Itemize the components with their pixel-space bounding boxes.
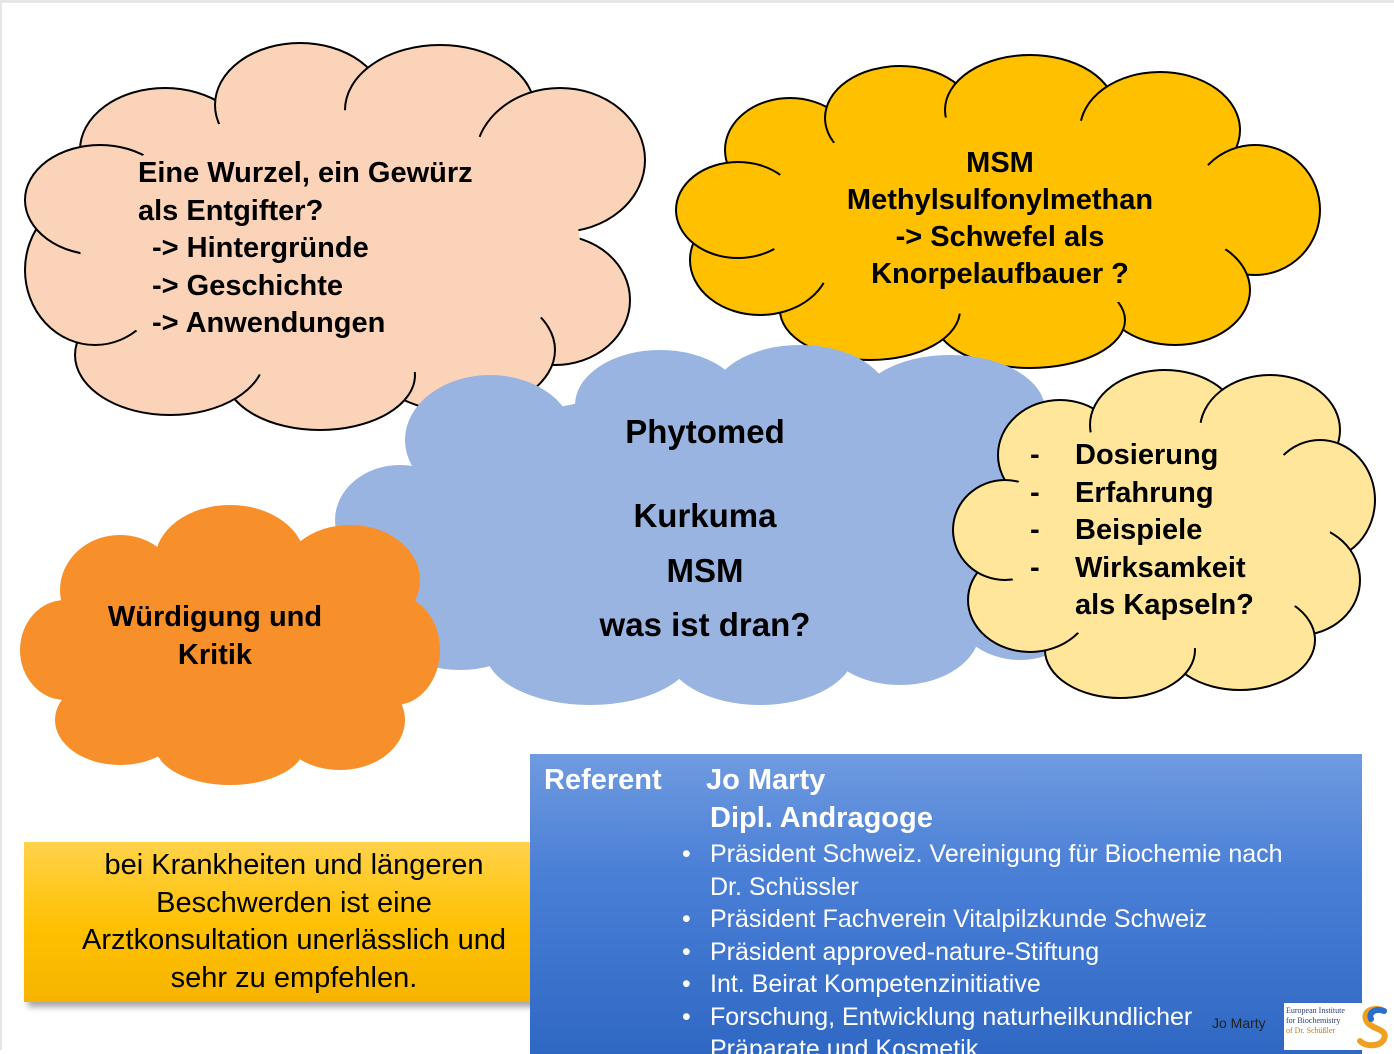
- referent-item-line: Präsident Fachverein Vitalpilzkunde Schw…: [710, 905, 1207, 933]
- cloud-msm-line: Knorpelaufbauer ?: [820, 256, 1180, 293]
- cloud-center-line: MSM: [555, 544, 855, 599]
- cloud-wurzel-line: -> Hintergründe: [138, 230, 473, 268]
- cloud-center-line: was ist dran?: [555, 598, 855, 653]
- cloud-wuerdigung-line: Kritik: [70, 636, 360, 674]
- logo-line: for Biochemistry: [1286, 1016, 1345, 1026]
- cloud-list-item: - Erfahrung: [1030, 475, 1254, 513]
- referent-list: Präsident Schweiz. Vereinigung für Bioch…: [682, 838, 1283, 1054]
- cloud-center: Phytomed Kurkuma MSM was ist dran?: [555, 410, 855, 653]
- cloud-msm-line: MSM: [820, 145, 1180, 182]
- disclaimer-line: bei Krankheiten und längeren: [24, 847, 564, 885]
- referent-item-line: Präparate und Kosmetik: [710, 1033, 1283, 1054]
- cloud-list-item: - Beispiele: [1030, 512, 1254, 550]
- cloud-center-title: Phytomed: [555, 410, 855, 454]
- dash-marker: -: [1030, 550, 1040, 588]
- institute-logo: European Institute for Biochemistry of D…: [1284, 1003, 1394, 1050]
- dash-marker: -: [1030, 437, 1040, 475]
- referent-list-item: Forschung, Entwicklung naturheilkundlich…: [682, 1001, 1283, 1054]
- disclaimer-line: Beschwerden ist eine: [24, 885, 564, 923]
- cloud-wurzel-line: Eine Wurzel, ein Gewürz: [138, 155, 473, 193]
- referent-item-line: Präsident approved-nature-Stiftung: [710, 938, 1099, 966]
- cloud-wurzel: Eine Wurzel, ein Gewürz als Entgifter? -…: [138, 155, 473, 343]
- cloud-msm-line: Methylsulfonylmethan: [820, 182, 1180, 219]
- disclaimer-line: sehr zu empfehlen.: [24, 960, 564, 998]
- referent-title: Dipl. Andragoge: [710, 802, 933, 835]
- cloud-wuerdigung-line: Würdigung und: [70, 598, 360, 636]
- logo-line: of Dr. Schüßler: [1286, 1026, 1345, 1036]
- disclaimer-line: Arztkonsultation unerlässlich und: [24, 922, 564, 960]
- referent-list-item: Präsident Fachverein Vitalpilzkunde Schw…: [682, 903, 1283, 936]
- cloud-list-item: - Dosierung: [1030, 437, 1254, 475]
- referent-list-item: Präsident approved-nature-Stiftung: [682, 936, 1283, 969]
- referent-name: Jo Marty: [706, 764, 825, 797]
- cloud-list: - Dosierung - Erfahrung - Beispiele - Wirksa…: [1030, 437, 1254, 625]
- institute-logo-text: European Institute for Biochemistry of D…: [1286, 1006, 1345, 1036]
- cloud-list-item-text: als Kapseln?: [1075, 589, 1254, 621]
- referent-label: Referent: [544, 764, 662, 797]
- referent-box: Referent Jo Marty Dipl. Andragoge Präsid…: [530, 754, 1362, 1054]
- dash-marker: -: [1030, 475, 1040, 513]
- disclaimer-box: bei Krankheiten und längeren Beschwerden…: [24, 842, 564, 1002]
- referent-item-line: Dr. Schüssler: [710, 871, 1283, 904]
- cloud-list-item: - Wirksamkeit: [1030, 550, 1254, 588]
- cloud-list-item-text: Erfahrung: [1075, 477, 1214, 509]
- cloud-list-item-text: Wirksamkeit: [1075, 552, 1246, 584]
- cloud-wurzel-line: -> Anwendungen: [138, 305, 473, 343]
- dash-marker: -: [1030, 512, 1040, 550]
- cloud-wurzel-line: -> Geschichte: [138, 268, 473, 306]
- cloud-list-item-text: Beispiele: [1075, 514, 1202, 546]
- footer-author: Jo Marty: [1212, 1015, 1266, 1031]
- cloud-wurzel-line: als Entgifter?: [138, 193, 473, 231]
- cloud-msm-line: -> Schwefel als: [820, 219, 1180, 256]
- referent-item-line: Int. Beirat Kompetenzinitiative: [710, 970, 1041, 998]
- disclaimer-text: bei Krankheiten und längeren Beschwerden…: [24, 847, 564, 997]
- referent-list-item: Int. Beirat Kompetenzinitiative: [682, 968, 1283, 1001]
- cloud-center-line: Kurkuma: [555, 489, 855, 544]
- cloud-wuerdigung: Würdigung und Kritik: [70, 598, 360, 674]
- logo-line: European Institute: [1286, 1006, 1345, 1016]
- referent-item-line: Präsident Schweiz. Vereinigung für Bioch…: [710, 840, 1283, 868]
- referent-list-item: Präsident Schweiz. Vereinigung für Bioch…: [682, 838, 1283, 903]
- cloud-list-item: als Kapseln?: [1030, 587, 1254, 625]
- referent-item-line: Forschung, Entwicklung naturheilkundlich…: [710, 1003, 1192, 1031]
- cloud-list-item-text: Dosierung: [1075, 439, 1218, 471]
- logo-swirl-icon: [1354, 1003, 1394, 1050]
- cloud-msm: MSM Methylsulfonylmethan -> Schwefel als…: [820, 145, 1180, 293]
